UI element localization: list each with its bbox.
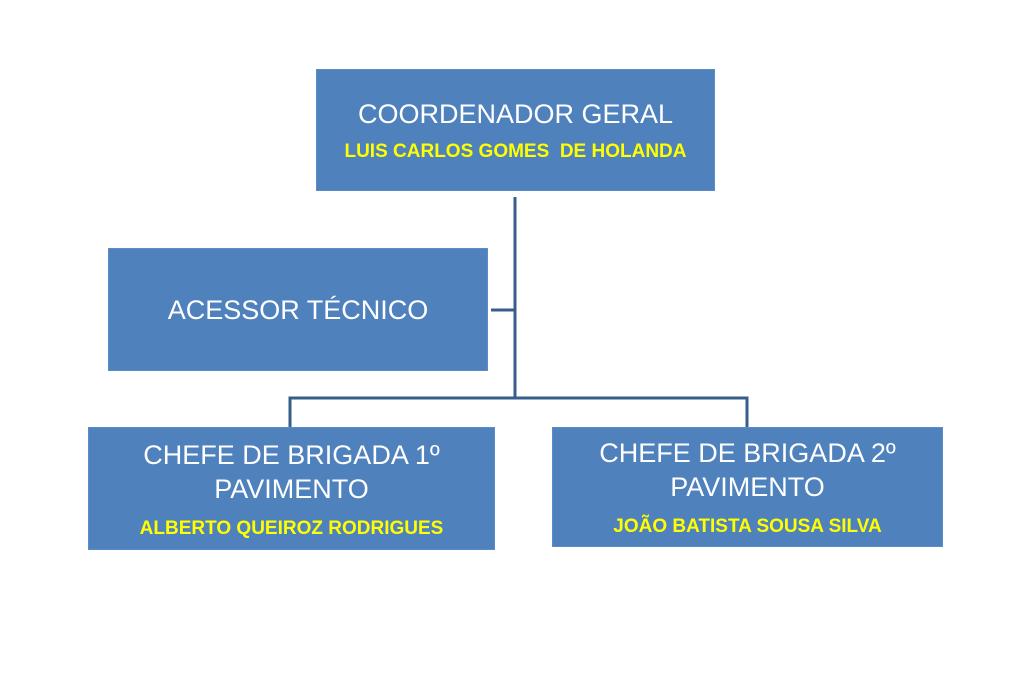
connector-chiefs xyxy=(288,396,749,427)
node-title-line1: CHEFE DE BRIGADA 1º xyxy=(143,439,440,470)
node-name: LUIS CARLOS GOMES DE HOLANDA xyxy=(344,141,687,162)
node-name: ALBERTO QUEIROZ RODRIGUES xyxy=(139,517,444,539)
node-title-line2: PAVIMENTO xyxy=(214,473,369,504)
node-chief-floor-2: CHEFE DE BRIGADA 2º PAVIMENTO JOÃO BATIS… xyxy=(552,427,943,547)
node-coordinator: COORDENADOR GERAL LUIS CARLOS GOMES DE H… xyxy=(316,69,715,191)
node-title: ACESSOR TÉCNICO xyxy=(167,294,429,325)
node-advisor: ACESSOR TÉCNICO xyxy=(108,248,488,371)
node-title: COORDENADOR GERAL xyxy=(357,99,674,129)
node-chief-floor-1: CHEFE DE BRIGADA 1º PAVIMENTO ALBERTO QU… xyxy=(88,427,495,550)
node-name: JOÃO BATISTA SOUSA SILVA xyxy=(613,516,882,537)
node-title-line1: CHEFE DE BRIGADA 2º xyxy=(599,438,896,468)
node-title-line2: PAVIMENTO xyxy=(670,472,825,502)
